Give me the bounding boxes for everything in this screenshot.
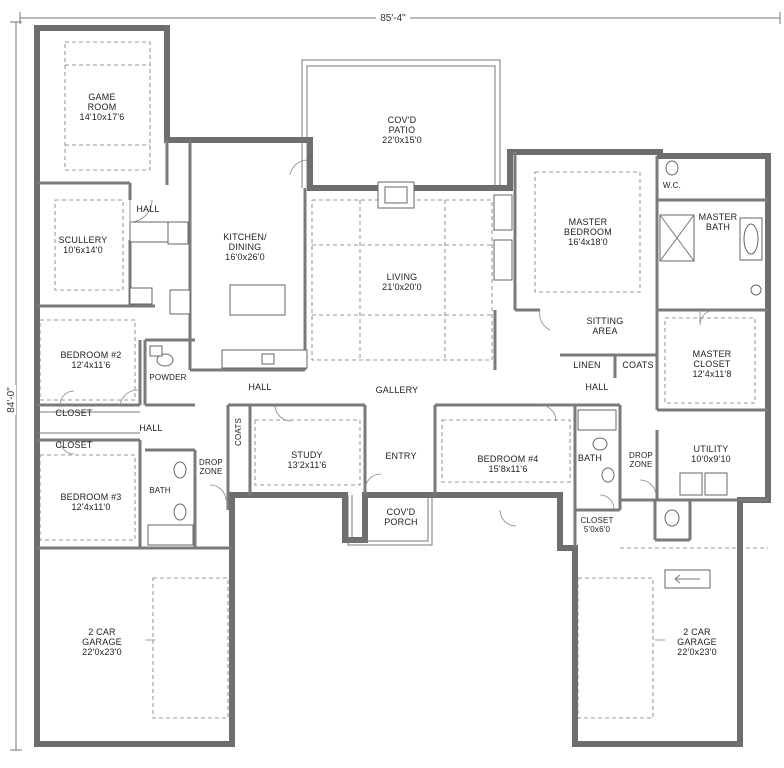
wc-label: W.C. [663, 181, 681, 190]
hall-upper-label: HALL [136, 204, 159, 214]
hall-center-label: HALL [248, 382, 271, 392]
entry-label: ENTRY [385, 451, 416, 461]
ceiling-lines [39, 41, 768, 719]
bath-left-label: BATH [149, 486, 171, 495]
linen-label: LINEN [573, 360, 601, 370]
closet-lower-label: CLOSET [55, 440, 93, 450]
closet-upper-label: CLOSET [55, 408, 93, 418]
coats-left-label: COATS [234, 418, 243, 446]
hall-left-label: HALL [139, 423, 162, 433]
depth-dimension: 84'-0" [6, 387, 17, 413]
gallery-label: GALLERY [376, 385, 419, 395]
exterior-walls [34, 25, 771, 747]
hall-right-label: HALL [585, 382, 608, 392]
bath-right-label: BATH [578, 453, 602, 463]
width-dimension: 85'-4" [380, 13, 406, 24]
powder-label: POWDER [149, 373, 186, 382]
coats-right-label: COATS [622, 360, 653, 370]
interior-walls [37, 140, 768, 550]
doors [59, 159, 716, 641]
fixtures [37, 160, 763, 589]
dimension-lines: 85'-4" 84'-0" [4, 11, 781, 751]
